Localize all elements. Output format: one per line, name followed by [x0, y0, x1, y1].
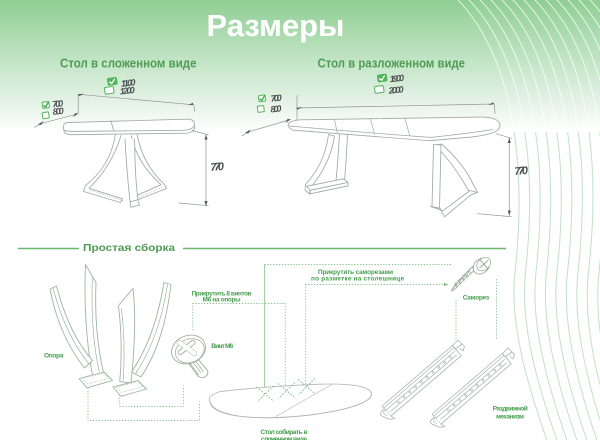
svg-text:Прикрутить саморезами: Прикрутить саморезами [318, 269, 393, 276]
svg-text:Опора: Опора [44, 352, 64, 359]
svg-text:1100: 1100 [120, 77, 135, 88]
svg-text:Винт М6: Винт М6 [211, 343, 233, 350]
svg-text:700: 700 [270, 93, 282, 104]
svg-text:Стол в сложенном виде: Стол в сложенном виде [60, 55, 197, 70]
svg-text:Раздвижной: Раздвижной [493, 404, 528, 412]
svg-text:Простая сборка: Простая сборка [83, 242, 175, 254]
svg-text:Прикрутить 8 винтов: Прикрутить 8 винтов [192, 291, 252, 298]
svg-text:1200: 1200 [119, 85, 135, 97]
svg-text:Стол собирать в: Стол собирать в [261, 428, 308, 436]
svg-text:800: 800 [270, 103, 282, 114]
svg-text:770: 770 [210, 161, 225, 174]
svg-text:Саморез: Саморез [463, 295, 490, 302]
svg-text:сложенном виде: сложенном виде [261, 436, 307, 440]
svg-text:М6 на опоры: М6 на опоры [203, 297, 242, 304]
svg-text:770: 770 [514, 165, 529, 178]
svg-text:Стол в разложенном виде: Стол в разложенном виде [318, 55, 466, 70]
svg-text:Размеры: Размеры [207, 9, 345, 43]
svg-text:механизм: механизм [496, 413, 524, 420]
svg-text:1900: 1900 [389, 73, 404, 84]
svg-text:700: 700 [52, 98, 64, 109]
svg-text:800: 800 [52, 106, 64, 117]
svg-text:2000: 2000 [387, 84, 404, 96]
svg-text:по разметке на столешнице: по разметке на столешнице [311, 276, 404, 283]
